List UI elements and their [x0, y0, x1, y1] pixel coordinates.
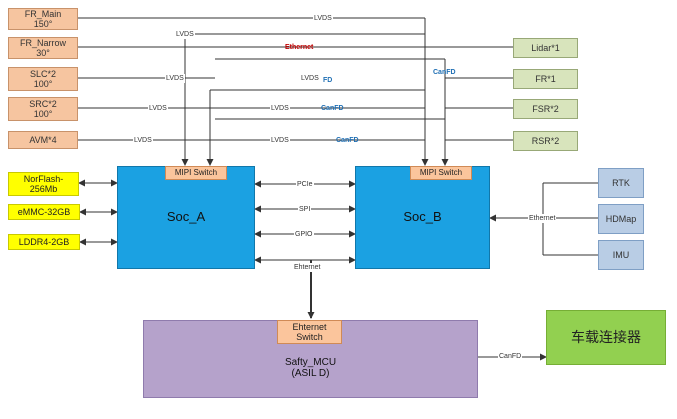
label-ethernet-right: Ethernet: [528, 214, 557, 223]
soc-b: Soc_B: [355, 166, 490, 269]
camera-name: SRC*2: [29, 98, 57, 109]
mcu-level: (ASIL D): [291, 368, 330, 379]
sensor-lidar: Lidar*1: [513, 38, 578, 58]
input-rtk: RTK: [598, 168, 644, 198]
label-spi: SPI: [298, 205, 312, 214]
label-lvds-fd: LVDS: [300, 74, 320, 83]
memory-line1: LDDR4-2GB: [18, 236, 70, 247]
input-hdmap: HDMap: [598, 204, 644, 234]
camera-avm: AVM*4: [8, 131, 78, 149]
label-ehternet: Ehternet: [293, 263, 322, 272]
label-canfd-out: CanFD: [498, 352, 523, 361]
label-canfd-fsr: CanFD: [321, 105, 344, 112]
memory-line1: NorFlash-: [23, 173, 64, 184]
memory-norflash: NorFlash- 256Mb: [8, 172, 79, 196]
label-fd: FD: [323, 77, 333, 84]
label-lvds-avm-2: LVDS: [270, 136, 290, 145]
mipi-switch-a: MIPI Switch: [165, 166, 227, 180]
sensor-fr: FR*1: [513, 69, 578, 89]
mipi-switch-b: MIPI Switch: [410, 166, 472, 180]
camera-fr-main: FR_Main 150°: [8, 8, 78, 30]
label-ethernet: Ethernet: [285, 44, 314, 51]
soc-a: Soc_A: [117, 166, 255, 269]
label-lvds-avm-1: LVDS: [133, 136, 153, 145]
vehicle-connector: 车载连接器: [546, 310, 666, 365]
soc-b-label: Soc_B: [403, 209, 442, 225]
label-gpio: GPIO: [294, 230, 314, 239]
camera-fr-narrow: FR_Narrow 30°: [8, 37, 78, 59]
label-lvds-src-1: LVDS: [148, 104, 168, 113]
ethernet-switch: Ehternet Switch: [277, 320, 342, 344]
label-lvds-fr-main: LVDS: [313, 14, 333, 23]
camera-spec: 100°: [33, 79, 53, 89]
label-lvds-src-2: LVDS: [270, 104, 290, 113]
safety-mcu: Safty_MCU (ASIL D): [143, 320, 478, 398]
label-pcie: PCIe: [296, 180, 314, 189]
sensor-label: FSR*2: [532, 103, 559, 114]
camera-name: FR_Narrow: [19, 37, 66, 48]
camera-spec: 150°: [33, 19, 53, 29]
memory-emmc: eMMC-32GB: [8, 204, 80, 220]
sensor-label: RSR*2: [531, 135, 560, 146]
mipi-switch-label: MIPI Switch: [174, 168, 218, 178]
input-label: RTK: [612, 177, 630, 188]
camera-name: AVM*4: [29, 134, 57, 145]
input-label: HDMap: [605, 213, 637, 224]
camera-src: SRC*2 100°: [8, 97, 78, 121]
label-lvds-slc: LVDS: [165, 74, 185, 83]
sensor-fsr: FSR*2: [513, 99, 578, 119]
mcu-name: Safty_MCU: [284, 356, 337, 368]
label-canfd-lidar: CanFD: [433, 69, 456, 76]
label-canfd-rsr: CanFD: [336, 137, 359, 144]
memory-lddr4: LDDR4-2GB: [8, 234, 80, 250]
camera-spec: 30°: [36, 48, 50, 58]
camera-spec: 100°: [33, 109, 53, 119]
sensor-label: Lidar*1: [531, 42, 560, 53]
switch-line1: Ehternet: [292, 321, 327, 332]
sensor-label: FR*1: [535, 73, 556, 84]
soc-a-label: Soc_A: [166, 209, 206, 225]
camera-name: FR_Main: [24, 8, 62, 19]
input-label: IMU: [612, 249, 630, 260]
label-lvds-top: LVDS: [175, 30, 195, 39]
sensor-rsr: RSR*2: [513, 131, 578, 151]
connector-label: 车载连接器: [571, 329, 641, 346]
memory-line1: eMMC-32GB: [17, 206, 71, 217]
camera-slc: SLC*2 100°: [8, 67, 78, 91]
mipi-switch-label: MIPI Switch: [419, 168, 463, 178]
memory-line2: 256Mb: [29, 184, 58, 194]
input-imu: IMU: [598, 240, 644, 270]
switch-line2: Switch: [296, 332, 323, 342]
camera-name: SLC*2: [29, 68, 56, 79]
